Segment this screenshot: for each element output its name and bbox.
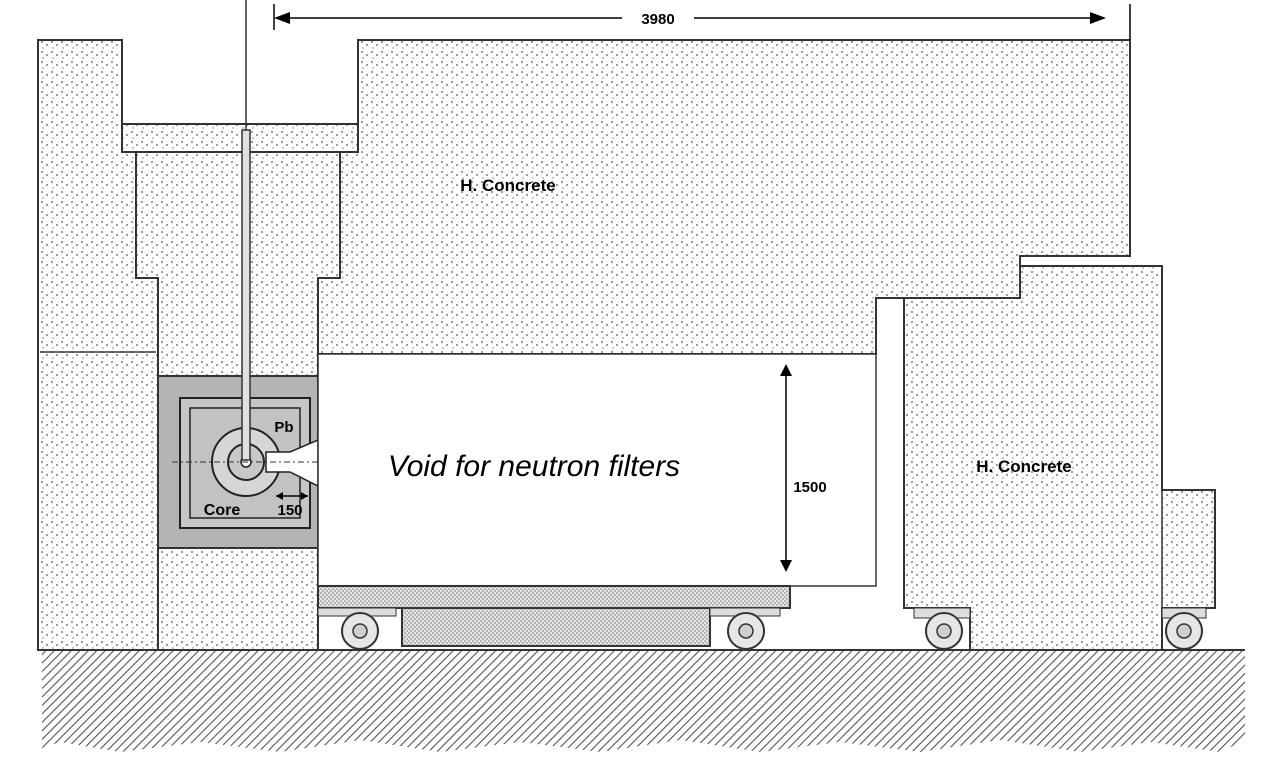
- ground-floor: [42, 650, 1245, 752]
- dim-width-label: 3980: [641, 11, 674, 28]
- dim-height-label: 1500: [793, 479, 826, 496]
- void-area: [317, 353, 877, 587]
- shield-plug-cap: [121, 123, 359, 153]
- shield-plug-body: [135, 151, 341, 377]
- core-label: Core: [204, 502, 241, 519]
- dim-core-gap-label: 150: [277, 502, 302, 519]
- block-wheel-right: [1165, 612, 1203, 650]
- cart-base: [401, 607, 711, 647]
- void-label: Void for neutron filters: [388, 450, 680, 483]
- core-lower-plug: [157, 547, 319, 651]
- block-wheel-left: [925, 612, 963, 650]
- concrete-right-label: H. Concrete: [976, 457, 1071, 476]
- control-rod: [241, 129, 251, 461]
- cart-platform: [317, 585, 791, 609]
- cart-wheel-right: [727, 612, 765, 650]
- lead-label: Pb: [274, 419, 293, 436]
- concrete-main-label: H. Concrete: [460, 176, 555, 195]
- cart-wheel-left: [341, 612, 379, 650]
